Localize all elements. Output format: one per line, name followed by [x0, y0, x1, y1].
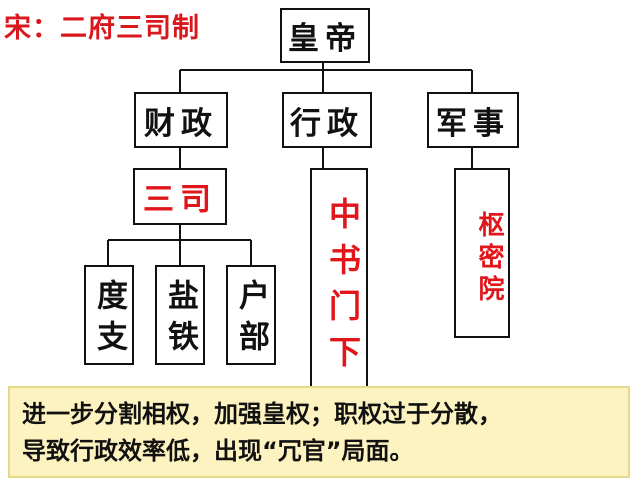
- node-hubu: 户部: [226, 265, 276, 365]
- node-emperor-label: 皇帝: [288, 21, 362, 57]
- node-yantie: 盐铁: [155, 265, 205, 365]
- node-yantie-label: 盐铁: [162, 279, 198, 361]
- node-shumiyuan-label: 枢密院: [474, 211, 504, 307]
- node-duzhi: 度支: [84, 265, 134, 365]
- summary-note-line-2: 导致行政效率低，出现“冗官”局面。: [22, 437, 414, 465]
- summary-note-line-1: 进一步分割相权，加强皇权；职权过于分散，: [22, 400, 502, 428]
- summary-note: 进一步分割相权，加强皇权；职权过于分散， 导致行政效率低，出现“冗官”局面。: [8, 386, 630, 478]
- node-shumiyuan: 枢密院: [454, 168, 510, 338]
- diagram-title: 宋：二府三司制: [4, 13, 200, 44]
- node-administration-label: 行政: [290, 105, 364, 142]
- node-zhongshu-menxia: 中书门下: [310, 168, 368, 394]
- node-administration: 行政: [282, 92, 372, 148]
- node-sansi: 三司: [133, 168, 227, 225]
- node-sansi-label: 三司: [143, 182, 217, 218]
- node-zhongshu-menxia-label: 中书门下: [324, 197, 362, 381]
- node-finance-label: 财政: [144, 105, 218, 142]
- node-emperor: 皇帝: [280, 8, 370, 63]
- node-duzhi-label: 度支: [91, 279, 127, 361]
- node-military-label: 军事: [436, 105, 510, 142]
- node-finance: 财政: [134, 92, 228, 148]
- node-hubu-label: 户部: [233, 279, 269, 361]
- node-military: 军事: [427, 92, 519, 148]
